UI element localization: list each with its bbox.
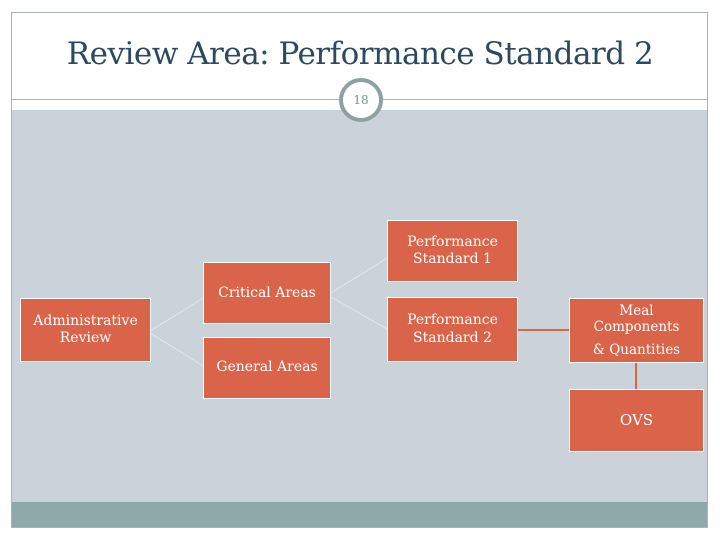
node-label: Meal xyxy=(619,303,654,320)
node-administrative-review: Administrative Review xyxy=(20,298,151,362)
node-label: & Quantities xyxy=(592,341,681,358)
node-label: Standard 2 xyxy=(413,329,492,346)
node-label: Performance xyxy=(407,312,498,328)
node-label: Standard 1 xyxy=(413,251,492,267)
node-ovs: OVS xyxy=(569,389,704,452)
page-number: 18 xyxy=(353,93,369,107)
node-label: OVS xyxy=(619,411,654,430)
node-label: Critical Areas xyxy=(218,285,316,301)
node-general-areas: General Areas xyxy=(203,337,331,399)
node-label: Administrative xyxy=(33,312,138,329)
node-meal-components: Meal Components & Quantities xyxy=(569,298,704,363)
link-admin-general xyxy=(149,332,206,368)
slide-title: Review Area: Performance Standard 2 xyxy=(66,36,654,72)
node-label: General Areas xyxy=(216,359,318,375)
link-admin-critical xyxy=(149,296,206,332)
page-number-badge: 18 xyxy=(339,78,383,122)
link-critical-ps1 xyxy=(330,256,390,294)
link-critical-ps2 xyxy=(330,296,390,331)
node-label: Performance xyxy=(407,233,498,250)
node-label: Components xyxy=(593,319,680,336)
node-label: Review xyxy=(59,330,112,346)
node-performance-standard-2: Performance Standard 2 xyxy=(387,297,518,362)
node-performance-standard-1: Performance Standard 1 xyxy=(387,220,518,282)
node-critical-areas: Critical Areas xyxy=(203,262,331,324)
footer-bar xyxy=(12,502,707,527)
